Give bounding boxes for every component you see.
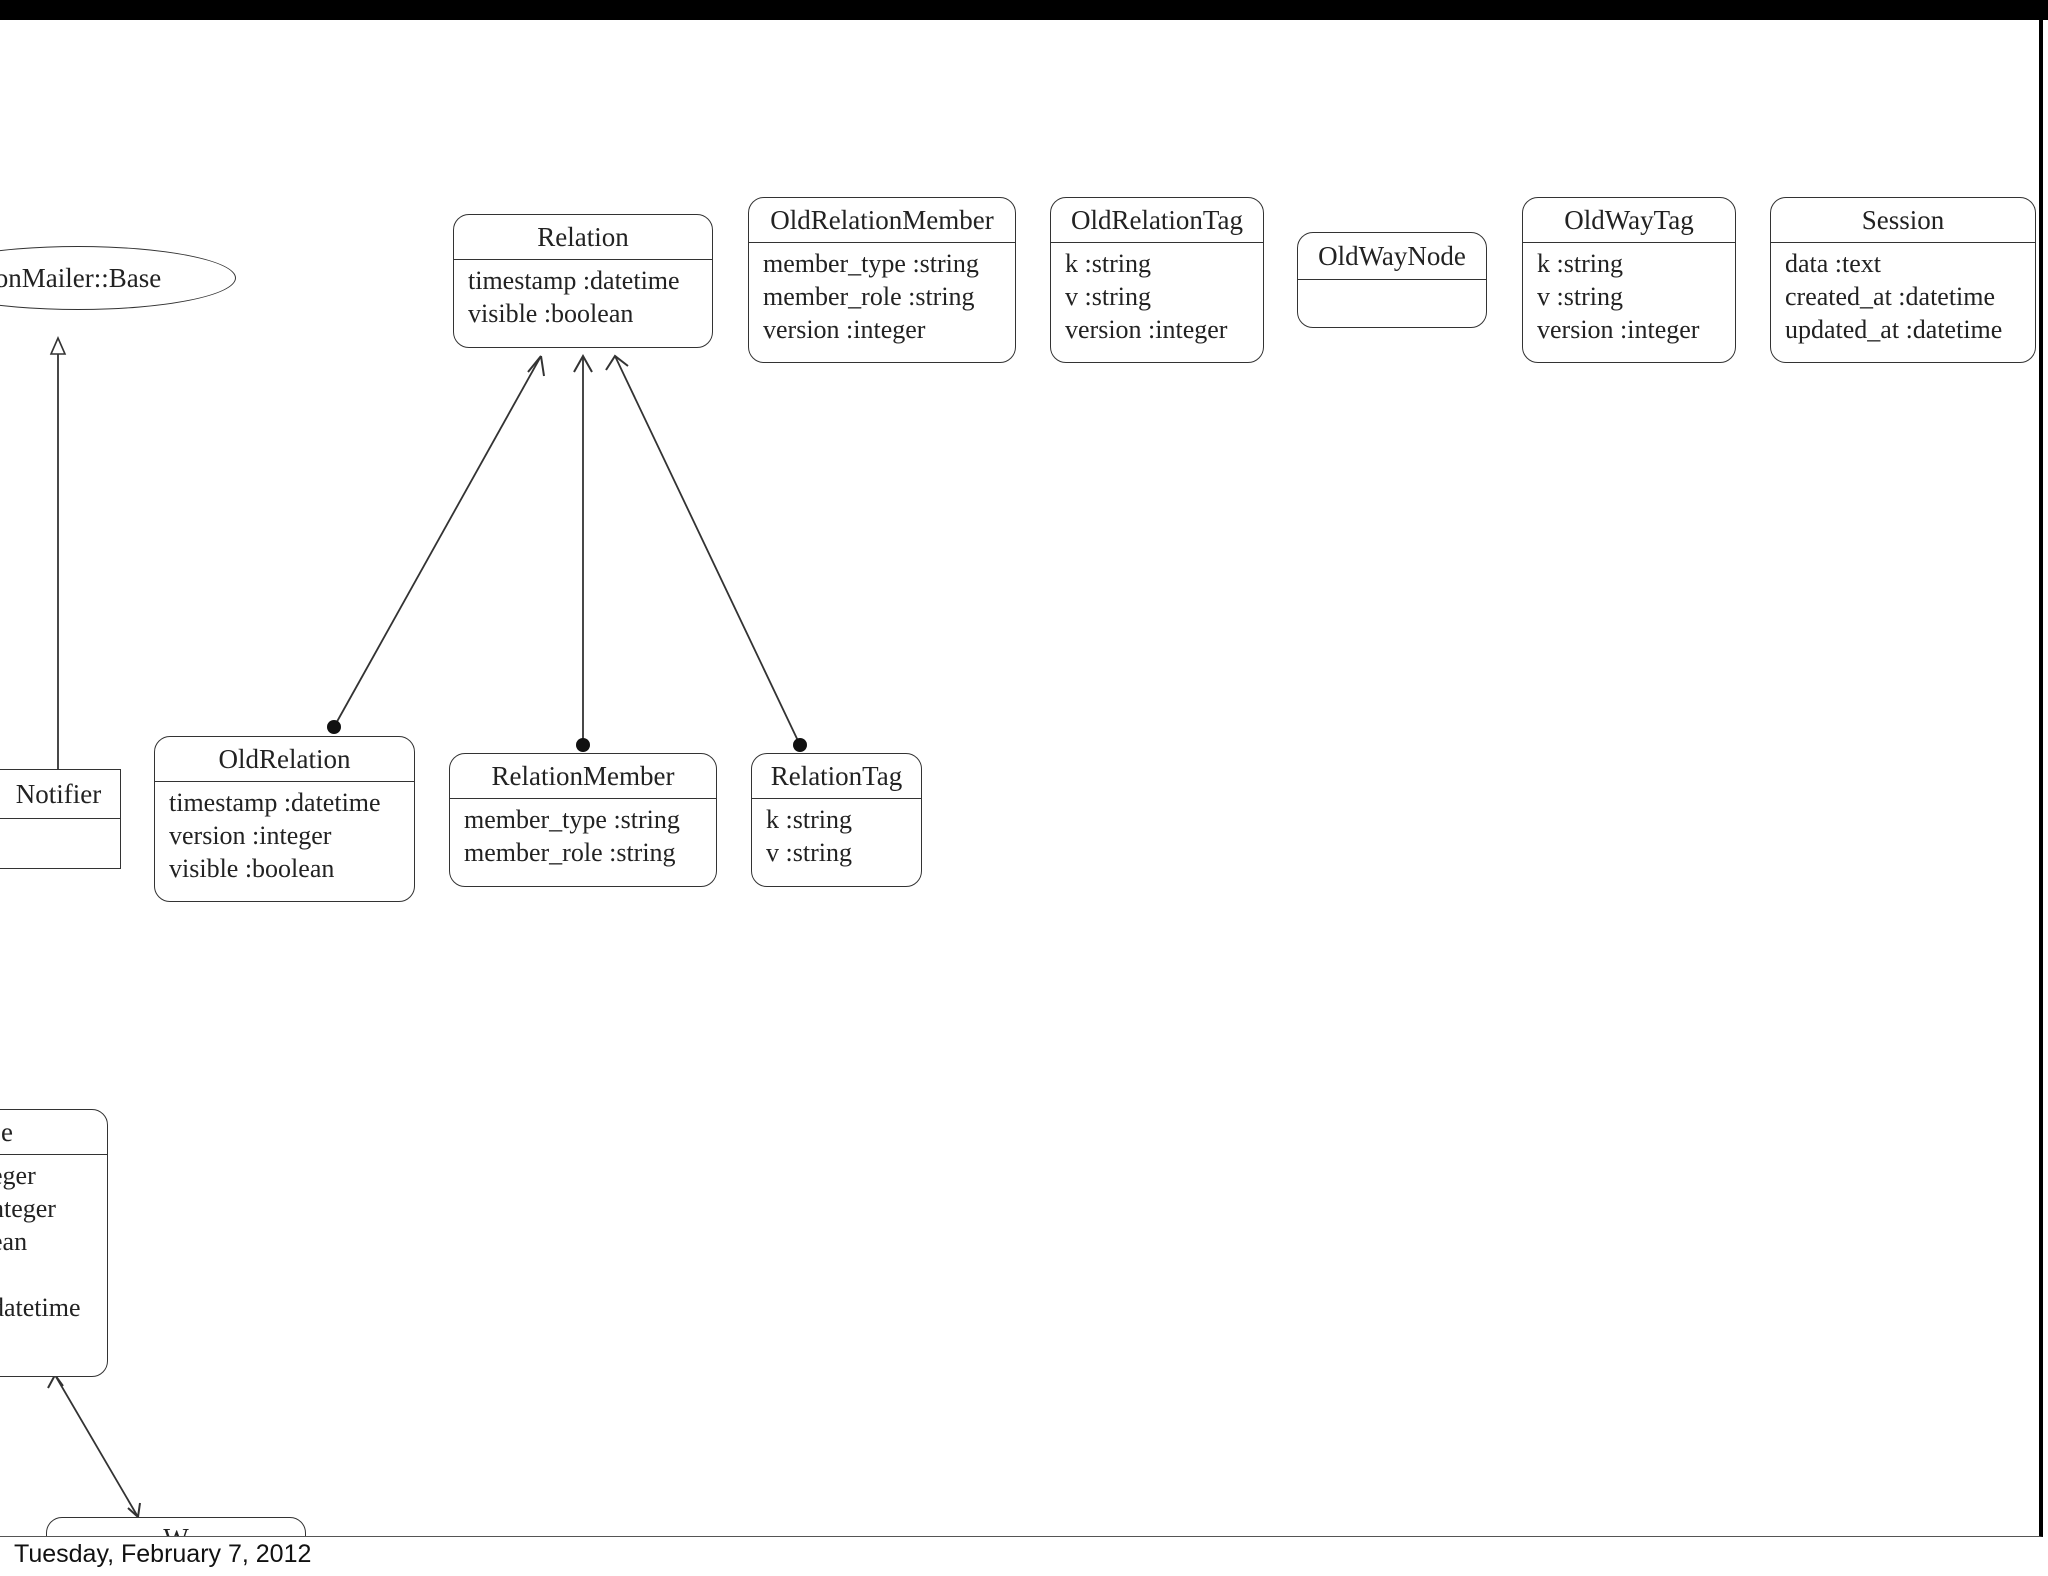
node-title: Notifier	[0, 770, 120, 819]
attribute: visible :boolean	[169, 854, 335, 883]
node-title: e	[0, 1110, 107, 1155]
node-attributes: timestamp :datetime version :integer vis…	[155, 782, 414, 891]
node-attributes: eger nteger ean datetime	[0, 1155, 107, 1330]
edge-relation-oldrelation	[333, 355, 542, 728]
node-title: W	[47, 1518, 305, 1536]
edge-partial-bottom	[54, 1374, 139, 1518]
attribute: ean	[0, 1227, 28, 1256]
diagram-edges	[47, 336, 807, 1519]
edge-end-dot	[576, 738, 590, 752]
relationmember-node: RelationMember member_type :string membe…	[449, 753, 717, 887]
attribute: data :text	[1785, 249, 1882, 278]
oldrelationmember-node: OldRelationMember member_type :string me…	[748, 197, 1016, 363]
node-attributes: k :string v :string version :integer	[1051, 243, 1263, 352]
node-title: OldRelation	[155, 737, 414, 782]
attribute: version :integer	[1537, 315, 1700, 344]
attribute: updated_at :datetime	[1785, 315, 2003, 344]
relationtag-node: RelationTag k :string v :string	[751, 753, 922, 887]
attribute: version :integer	[1065, 315, 1228, 344]
oldwaytag-node: OldWayTag k :string v :string version :i…	[1522, 197, 1736, 363]
session-node: Session data :text created_at :datetime …	[1770, 197, 2036, 363]
attribute: timestamp :datetime	[468, 266, 680, 295]
attribute: member_role :string	[763, 282, 975, 311]
relation-node: Relation timestamp :datetime visible :bo…	[453, 214, 713, 348]
crowfoot-icon	[605, 354, 629, 371]
crowfoot-icon	[573, 353, 593, 373]
node-attributes: data :text created_at :datetime updated_…	[1771, 243, 2035, 352]
edge-end-dot	[793, 738, 807, 752]
notifier-node: Notifier	[0, 769, 121, 869]
attribute: created_at :datetime	[1785, 282, 1996, 311]
attribute: member_type :string	[464, 805, 680, 834]
attribute: version :integer	[169, 821, 332, 850]
attribute: member_type :string	[763, 249, 979, 278]
attribute: eger	[0, 1161, 36, 1190]
node-attributes: timestamp :datetime visible :boolean	[454, 260, 712, 336]
node-title: OldRelationMember	[749, 198, 1015, 243]
node-title: RelationTag	[752, 754, 921, 799]
edge-relation-relationtag	[614, 355, 801, 746]
generalization-arrowhead	[49, 336, 67, 355]
diagram-canvas: onMailer::Base Relation timestamp :datet…	[0, 20, 2043, 1537]
node-title: RelationMember	[450, 754, 716, 799]
attribute: k :string	[1537, 249, 1623, 278]
node-title: OldWayTag	[1523, 198, 1735, 243]
attribute: v :string	[1537, 282, 1623, 311]
node-attributes: k :string v :string	[752, 799, 921, 875]
oldrelationtag-node: OldRelationTag k :string v :string versi…	[1050, 197, 1264, 363]
node-title: onMailer::Base	[0, 262, 162, 293]
attribute: version :integer	[763, 315, 926, 344]
attribute: datetime	[0, 1293, 81, 1322]
attribute: k :string	[1065, 249, 1151, 278]
attribute: k :string	[766, 805, 852, 834]
node-title: Relation	[454, 215, 712, 260]
node-attributes	[1298, 280, 1486, 290]
footer-date: Tuesday, February 7, 2012	[14, 1540, 312, 1568]
partial-bottom-node: W	[46, 1517, 306, 1536]
oldrelation-node: OldRelation timestamp :datetime version …	[154, 736, 415, 902]
node-title: Session	[1771, 198, 2035, 243]
node-title: OldRelationTag	[1051, 198, 1263, 243]
node-attributes: member_type :string member_role :string	[450, 799, 716, 875]
node-title-text: e	[1, 1117, 13, 1147]
node-attributes	[0, 819, 120, 829]
attribute: visible :boolean	[468, 299, 634, 328]
attribute: v :string	[766, 838, 852, 867]
attribute: member_role :string	[464, 838, 676, 867]
attribute: timestamp :datetime	[169, 788, 381, 817]
edge-end-dot	[327, 720, 341, 734]
node-attributes: member_type :string member_role :string …	[749, 243, 1015, 352]
attribute: v :string	[1065, 282, 1151, 311]
oldwaynode-node: OldWayNode	[1297, 232, 1487, 328]
node-title: OldWayNode	[1298, 233, 1486, 280]
node-attributes: k :string v :string version :integer	[1523, 243, 1735, 352]
attribute: nteger	[0, 1194, 56, 1223]
partial-node: e eger nteger ean datetime	[0, 1109, 108, 1377]
attribute	[0, 1258, 93, 1291]
window-top-bar	[0, 0, 2048, 20]
crowfoot-icon	[527, 355, 545, 377]
